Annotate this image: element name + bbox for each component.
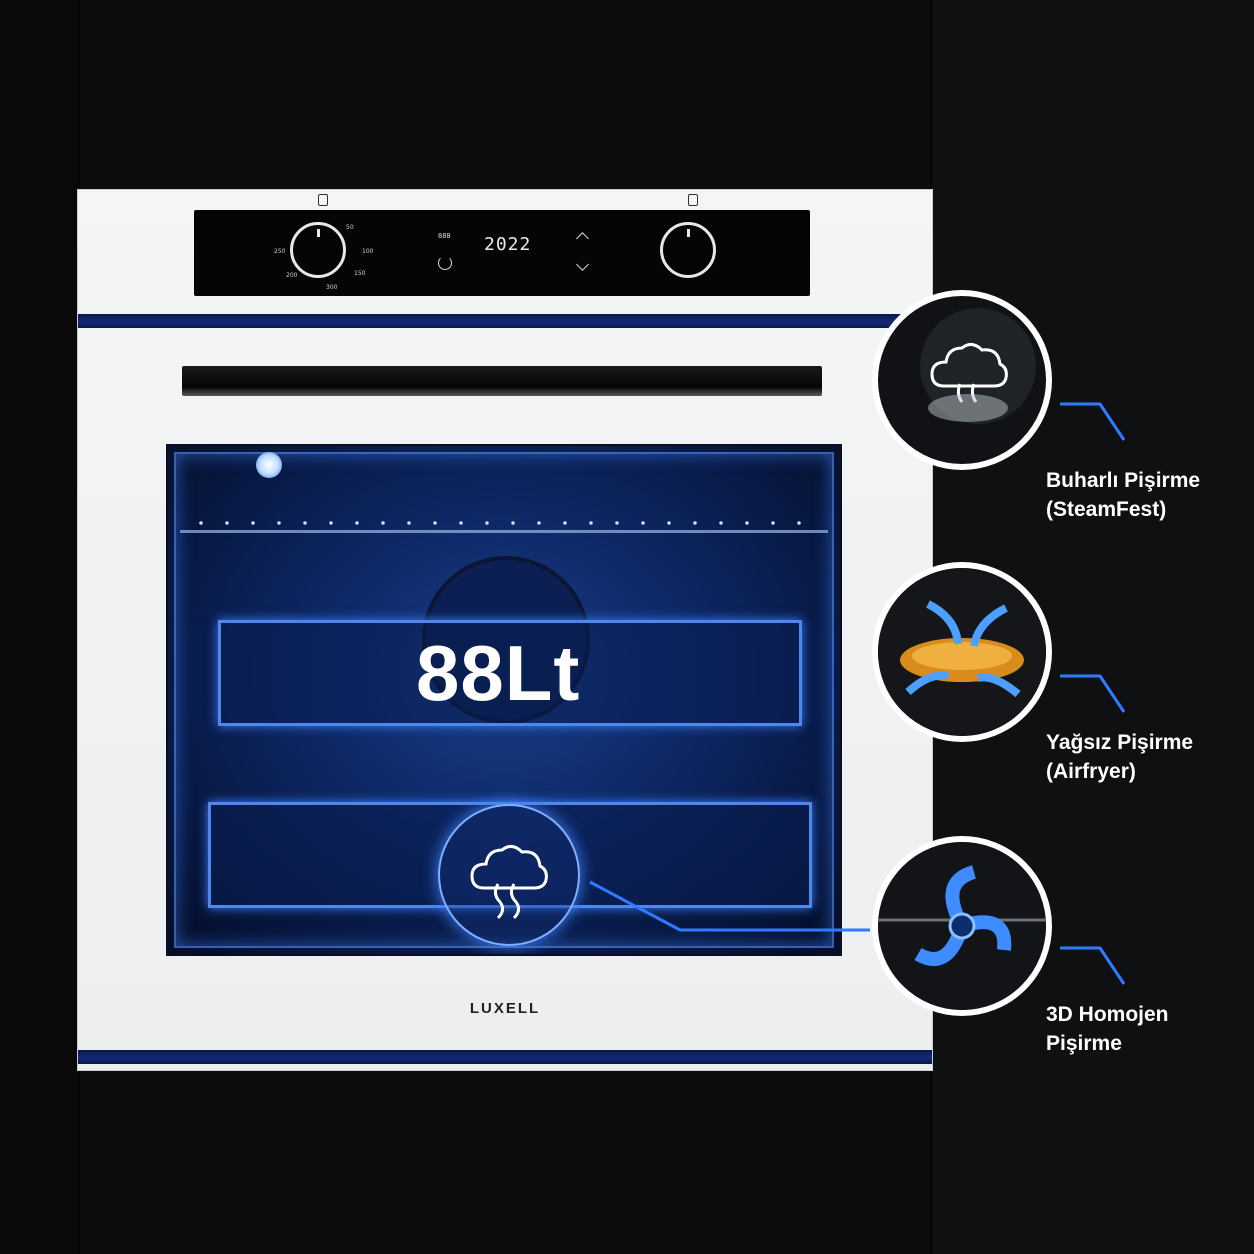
feature-subtitle: (Airfryer) xyxy=(1046,760,1136,783)
oven-lamp xyxy=(256,452,282,478)
steam-badge xyxy=(438,804,580,946)
baking-tray-upper xyxy=(218,620,802,726)
wire-rack-rods xyxy=(188,520,818,526)
feature-image-3d-fan xyxy=(872,836,1052,1016)
feature-subtitle: (SteamFest) xyxy=(1046,498,1167,521)
airfryer-fries-icon xyxy=(878,568,1046,736)
knob-mark: 150 xyxy=(354,270,366,277)
control-panel: 50 100 150 200 250 300 888 2022 xyxy=(194,210,810,296)
knob-mark: 50 xyxy=(346,224,354,231)
vent-strip xyxy=(78,314,932,328)
feature-image-steam xyxy=(872,290,1052,470)
3d-fan-swirl-icon xyxy=(878,842,1046,1010)
oven-body: 50 100 150 200 250 300 888 2022 88Lt LUX xyxy=(78,190,932,1070)
feature-label: 3D Homojen Pişirme xyxy=(1046,1000,1169,1058)
chevron-up-icon[interactable] xyxy=(576,232,589,245)
knob-mark: 250 xyxy=(274,248,286,255)
feature-label: Yağsız Pişirme (Airfryer) xyxy=(1046,728,1193,786)
function-knob[interactable] xyxy=(660,222,716,278)
knob-mark: 100 xyxy=(362,248,374,255)
temperature-knob[interactable] xyxy=(290,222,346,278)
clock-display: 2022 xyxy=(484,234,532,255)
bottom-strip xyxy=(78,1050,932,1064)
oven-window: 88Lt xyxy=(166,444,842,956)
chevron-down-icon[interactable] xyxy=(576,258,589,271)
steam-cloud-icon xyxy=(470,845,548,920)
feature-label: Buharlı Pişirme (SteamFest) xyxy=(1046,466,1200,524)
knob-mark: 300 xyxy=(326,284,338,291)
wire-rack xyxy=(180,530,828,533)
capacity-label: 88Lt xyxy=(416,629,581,717)
steam-cloud-icon xyxy=(920,308,1036,424)
brand-logo: LUXELL xyxy=(469,1000,541,1017)
light-icon xyxy=(688,194,698,206)
timer-readout: 888 xyxy=(438,232,451,240)
door-handle[interactable] xyxy=(182,366,822,396)
lock-icon xyxy=(318,194,328,206)
feature-image-airfryer xyxy=(872,562,1052,742)
power-icon[interactable] xyxy=(438,256,452,270)
feature-title: 3D Homojen xyxy=(1046,1003,1169,1026)
cavity-glow xyxy=(174,452,834,948)
background-left-panel xyxy=(0,0,78,1254)
feature-title: Yağsız Pişirme xyxy=(1046,731,1194,754)
feature-title: Buharlı Pişirme xyxy=(1046,469,1201,492)
feature-subtitle: Pişirme xyxy=(1046,1032,1122,1055)
knob-mark: 200 xyxy=(286,272,298,279)
